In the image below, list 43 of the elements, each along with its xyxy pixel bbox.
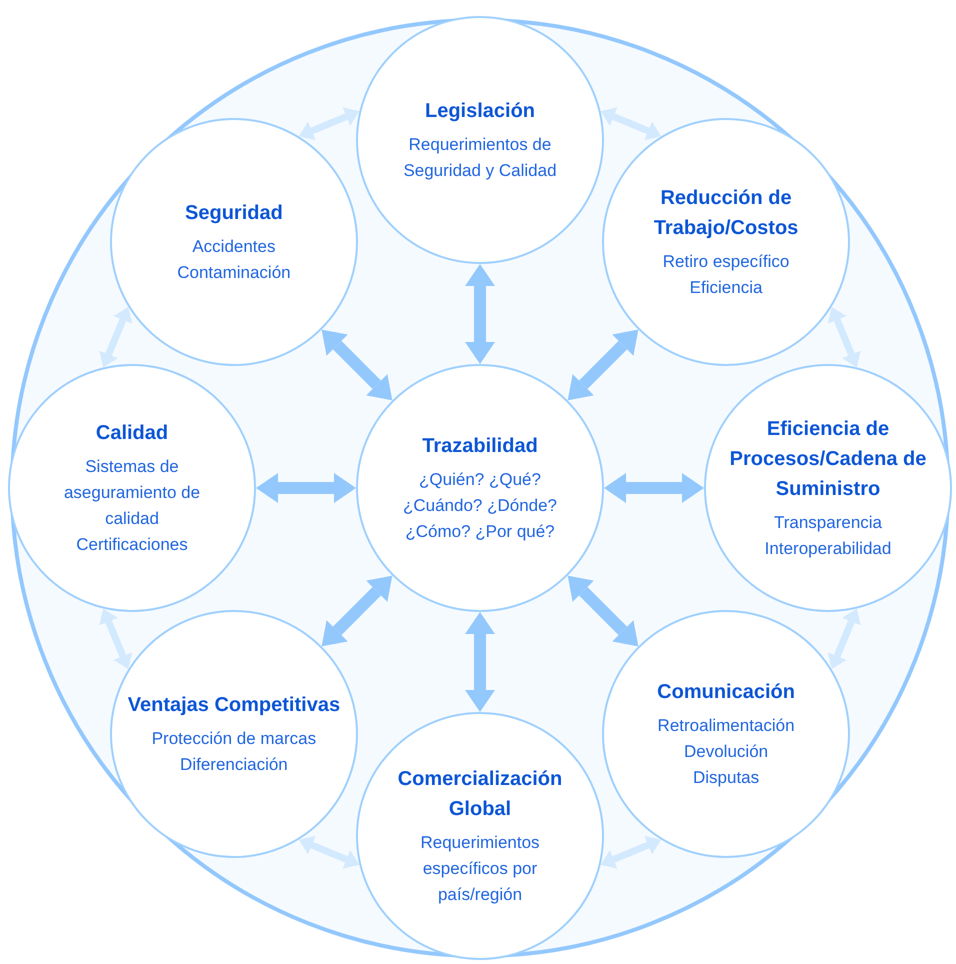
circle-title: Comercialización Global [396, 767, 564, 822]
circle-text: Devolución [683, 741, 770, 764]
double-arrow [600, 107, 662, 140]
double-arrow [99, 608, 132, 670]
circle-text: Requerimientos de Seguridad y Calidad [402, 134, 558, 182]
double-arrow [322, 576, 392, 646]
circle-title: Legislación [424, 99, 536, 124]
circle-text: Interoperabilidad [764, 538, 892, 560]
circle-title: Reducción de Trabajo/Costos [652, 186, 800, 241]
circle-text: Certificaciones [75, 534, 189, 556]
double-arrow [256, 473, 356, 503]
circle-title: Trazabilidad [421, 434, 539, 459]
circle-text: Protección de marcas [150, 728, 318, 750]
circle-title: Ventajas Competitivas [126, 693, 341, 718]
circle-title: Calidad [94, 421, 170, 446]
circle-text: ¿Cuándo? ¿Dónde? [402, 495, 558, 517]
double-arrow [568, 576, 638, 646]
circle-title: Eficiencia de Procesos/Cadena de Suministro [728, 417, 928, 502]
double-arrow [568, 330, 638, 400]
circle-text: Retiro específico [662, 250, 790, 273]
circle-text: Retroalimentación [656, 715, 796, 738]
circle-text: Sistemas de aseguramiento de calidad [62, 456, 202, 530]
double-arrow [828, 608, 861, 670]
double-arrow [600, 836, 662, 869]
double-arrow [465, 612, 495, 712]
double-arrow [604, 473, 704, 503]
double-arrow [828, 306, 861, 368]
circle-text: Diferenciación [179, 754, 289, 776]
double-arrow [298, 836, 360, 869]
circle-title: Seguridad [184, 200, 284, 226]
circle-text: Disputas [692, 767, 760, 790]
circle-title: Comunicación [656, 680, 796, 706]
double-arrow [99, 306, 132, 368]
circle-text: Accidentes [191, 236, 276, 258]
double-arrow [465, 264, 495, 364]
double-arrow [322, 330, 392, 400]
double-arrow [298, 107, 360, 140]
circle-text: ¿Quién? ¿Qué? [418, 469, 542, 491]
circle-text: Eficiencia [688, 276, 764, 299]
circle-text: ¿Cómo? ¿Por qué? [404, 521, 556, 543]
circle-text: Transparencia [772, 512, 884, 534]
circle-text: Contaminación [176, 262, 292, 284]
circle-text: Requerimientos específicos por país/región [419, 832, 541, 906]
